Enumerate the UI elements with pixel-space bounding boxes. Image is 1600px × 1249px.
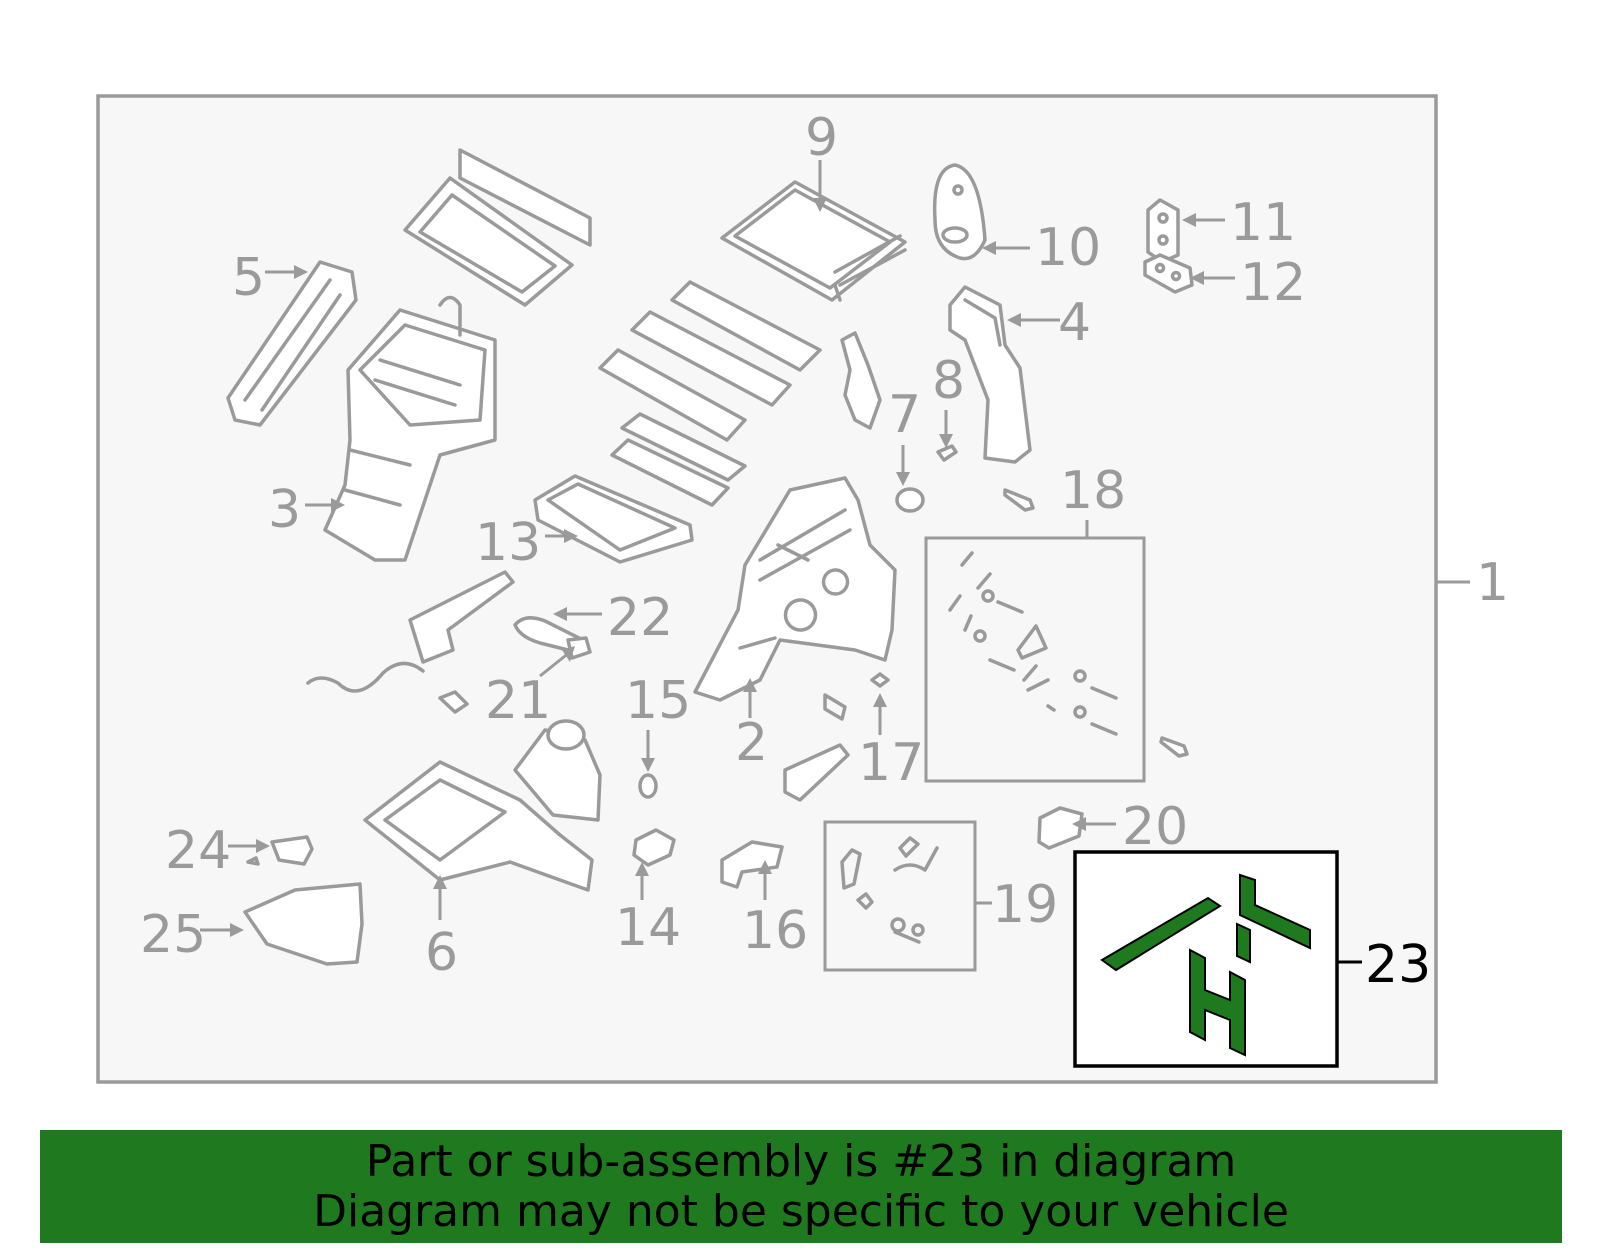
bracket-10-part (932, 163, 987, 261)
bracket-20-part (1037, 806, 1084, 850)
housing-3-part (323, 295, 497, 562)
duct-5-part (226, 260, 358, 427)
clip-24-part (270, 835, 314, 866)
callout-19: 19 (992, 875, 1058, 935)
callout-10: 10 (1035, 218, 1101, 278)
upper-cover-part (403, 148, 592, 307)
callout-1: 1 (1476, 553, 1509, 613)
filter-stack-part (598, 280, 822, 507)
o-ring-15-part (638, 773, 658, 799)
kit-18-box (924, 536, 1146, 783)
callout-23: 23 (1365, 935, 1431, 995)
callout-2: 2 (735, 713, 768, 773)
callout-11: 11 (1230, 193, 1296, 253)
kit-18-contents (948, 551, 1118, 736)
callout-6: 6 (425, 923, 458, 983)
callout-21: 21 (485, 671, 551, 731)
sensor-16-part (720, 840, 784, 889)
actuator-22-part (513, 616, 592, 660)
banner-line-1: Part or sub-assembly is #23 in diagram (365, 1135, 1237, 1187)
heater-core-part (720, 180, 907, 302)
bracket-11-part (1146, 198, 1180, 264)
callout-15: 15 (625, 671, 691, 731)
kit-19-contents (840, 836, 939, 944)
sensor-14-part (632, 828, 676, 867)
callout-14: 14 (615, 898, 681, 958)
plug-7-part (895, 487, 925, 513)
duct-4-part (948, 285, 1032, 464)
callout-20: 20 (1122, 797, 1188, 857)
callout-22: 22 (607, 588, 673, 648)
part-notice-banner: Part or sub-assembly is #23 in diagram D… (40, 1130, 1562, 1243)
callout-25: 25 (140, 905, 206, 965)
kit-19-box (823, 820, 977, 972)
callout-7: 7 (888, 385, 921, 445)
callout-17: 17 (858, 733, 924, 793)
duct-25-part (243, 882, 364, 966)
kit-23-highlighted-parts (1100, 873, 1311, 1057)
clip-8-part (936, 444, 958, 462)
callout-16: 16 (742, 901, 808, 961)
case-2-part (693, 476, 897, 702)
filter-13-part (533, 474, 694, 564)
banner-line-2: Diagram may not be specific to your vehi… (313, 1185, 1289, 1237)
callout-8: 8 (932, 351, 965, 411)
parts-diagram: 1 9 5 3 13 (96, 94, 1509, 1084)
callout-13: 13 (475, 513, 541, 573)
callout-3: 3 (268, 480, 301, 540)
callout-9: 9 (805, 108, 838, 168)
callout-24: 24 (165, 821, 231, 881)
callout-5: 5 (232, 248, 265, 308)
callout-18: 18 (1060, 461, 1126, 521)
bracket-12-part (1143, 253, 1194, 294)
tray-6-part (363, 760, 594, 892)
callout-4: 4 (1058, 293, 1091, 353)
callout-12: 12 (1240, 253, 1306, 313)
